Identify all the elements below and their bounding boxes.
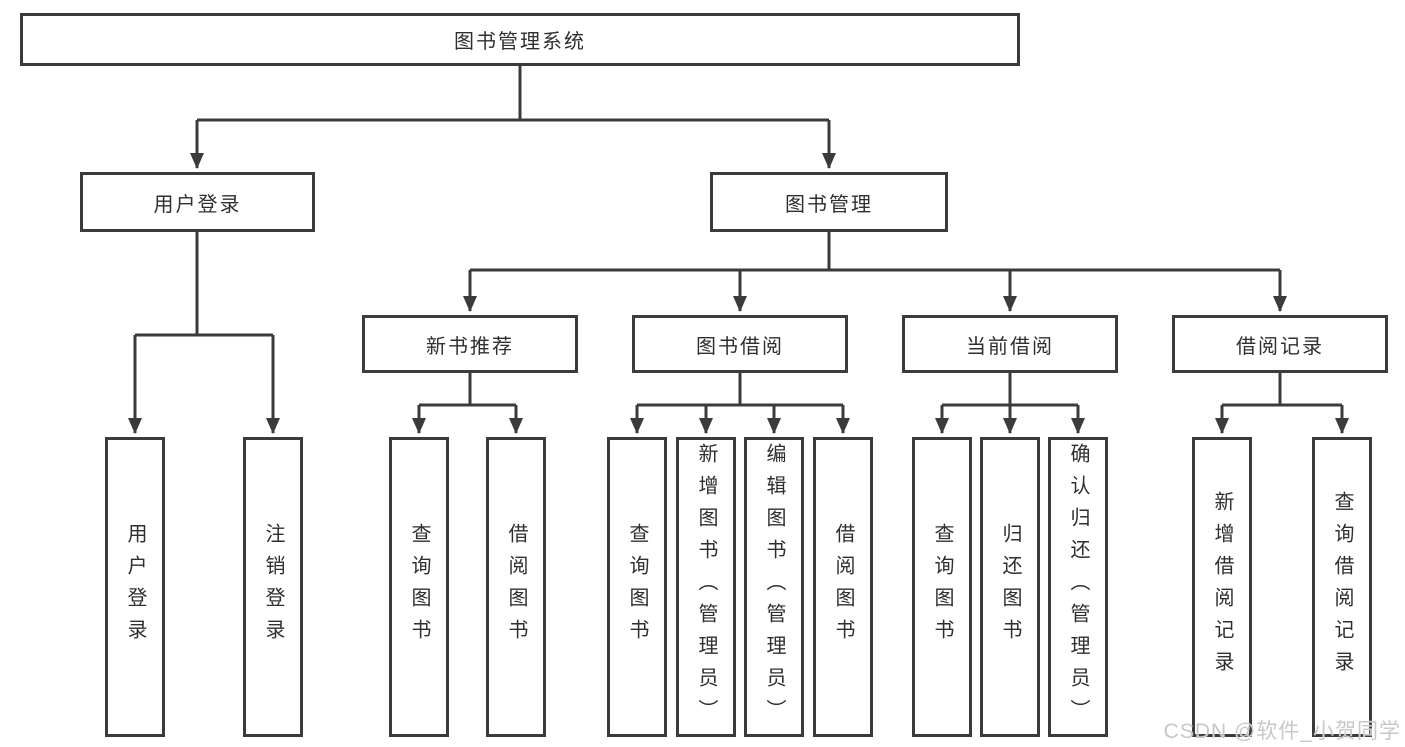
leaf-label: 编辑图书（管理员） <box>763 443 785 731</box>
leaf-label: 查询图书 <box>931 523 953 651</box>
csdn-watermark: CSDN @软件_小贺同学 <box>1163 720 1401 743</box>
leaf-query-borrow-record: 查询借阅记录 <box>1312 437 1372 737</box>
leaf-borrow-books: 借阅图书 <box>486 437 546 737</box>
leaf-logout: 注销登录 <box>243 437 303 737</box>
node-user-login: 用户登录 <box>80 172 315 232</box>
leaf-return-books: 归还图书 <box>980 437 1040 737</box>
node-label: 新书推荐 <box>426 335 514 358</box>
leaf-borrow-books: 借阅图书 <box>813 437 873 737</box>
leaf-label: 新增图书（管理员） <box>695 443 717 731</box>
node-label: 图书管理 <box>785 193 873 216</box>
node-label: 图书借阅 <box>696 335 784 358</box>
leaf-label: 归还图书 <box>999 523 1021 651</box>
leaf-query-books: 查询图书 <box>912 437 972 737</box>
leaf-label: 确认归还（管理员） <box>1067 443 1089 731</box>
leaf-query-books: 查询图书 <box>389 437 449 737</box>
node-new-book-recommend: 新书推荐 <box>362 315 578 373</box>
leaf-label: 查询借阅记录 <box>1331 491 1353 683</box>
leaf-label: 借阅图书 <box>505 523 527 651</box>
leaf-query-books: 查询图书 <box>607 437 667 737</box>
node-book-management: 图书管理 <box>710 172 948 232</box>
leaf-add-borrow-record: 新增借阅记录 <box>1192 437 1252 737</box>
leaf-label: 新增借阅记录 <box>1211 491 1233 683</box>
root-node-system: 图书管理系统 <box>20 13 1020 66</box>
node-label: 借阅记录 <box>1236 335 1324 358</box>
leaf-add-books-admin: 新增图书（管理员） <box>676 437 736 737</box>
leaf-user-login: 用户登录 <box>105 437 165 737</box>
leaf-label: 借阅图书 <box>832 523 854 651</box>
node-borrow-records: 借阅记录 <box>1172 315 1388 373</box>
leaf-label: 用户登录 <box>124 523 146 651</box>
leaf-label: 注销登录 <box>262 523 284 651</box>
leaf-edit-books-admin: 编辑图书（管理员） <box>744 437 804 737</box>
leaf-confirm-return-admin: 确认归还（管理员） <box>1048 437 1108 737</box>
node-current-borrow: 当前借阅 <box>902 315 1118 373</box>
node-book-borrow: 图书借阅 <box>632 315 848 373</box>
node-label: 当前借阅 <box>966 335 1054 358</box>
root-node-label: 图书管理系统 <box>454 31 586 53</box>
leaf-label: 查询图书 <box>626 523 648 651</box>
node-label: 用户登录 <box>153 193 242 216</box>
leaf-label: 查询图书 <box>408 523 430 651</box>
